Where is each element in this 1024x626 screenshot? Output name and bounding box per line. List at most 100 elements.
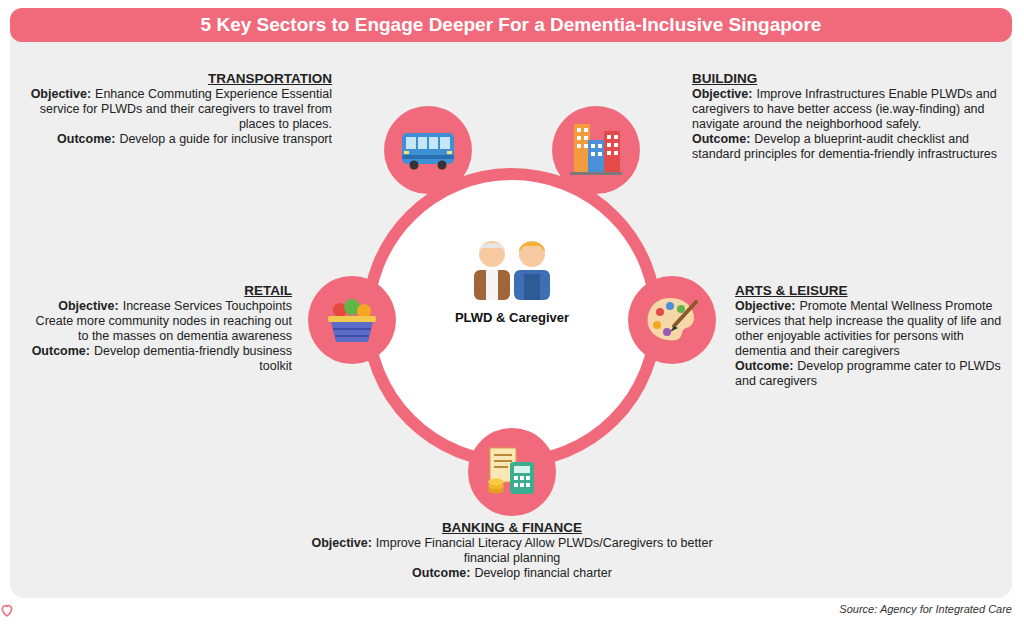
buildings-icon-part — [607, 143, 611, 147]
finance-icon-part — [488, 487, 504, 494]
field-label: Objective: — [58, 299, 118, 313]
buildings-icon-part — [614, 143, 618, 147]
text-block: BUILDINGObjective:Improve Infrastructure… — [692, 70, 1008, 162]
center-circle: PLWD & Caregiver — [362, 168, 662, 468]
bus-icon-part — [410, 161, 419, 170]
people-icon-part — [486, 270, 498, 300]
buildings-icon-part — [584, 128, 588, 132]
finance-icon-part — [514, 466, 530, 473]
finance-icon-part — [520, 483, 524, 487]
field-value: Improve Financial Literacy Allow PLWDs/C… — [376, 536, 713, 565]
title-text: 5 Key Sectors to Engage Deeper For a Dem… — [201, 14, 822, 36]
text-paragraph: Outcome: Develop financial charter — [300, 566, 724, 581]
text-paragraph: Objective:Enhance Commuting Experience E… — [28, 87, 332, 132]
buildings-icon-part — [577, 128, 581, 132]
heart-symbol-part — [2, 606, 11, 616]
bus-icon-part — [416, 137, 418, 149]
text-paragraph: Objective:Promote Mental Wellness Promot… — [735, 299, 1007, 359]
palette-icon-part — [670, 326, 678, 332]
field-value: Develop a guide for inclusive transport — [119, 132, 332, 146]
palette-icon-part — [666, 302, 674, 310]
text-paragraph: Outcome: Develop a guide for inclusive tr… — [28, 132, 332, 147]
field-label: Outcome: — [57, 132, 115, 146]
buildings-icon-part — [607, 135, 611, 139]
finance-icon-part — [488, 483, 504, 490]
bus-icon — [402, 133, 454, 170]
center-label: PLWD & Caregiver — [432, 310, 592, 326]
basket-icon-part — [333, 303, 347, 317]
palette-icon-part — [677, 305, 685, 313]
field-label: Objective: — [692, 87, 752, 101]
bus-icon-part — [447, 151, 452, 154]
people-icon-part — [514, 270, 550, 300]
text-block: BANKING & FINANCEObjective: Improve Finan… — [300, 519, 724, 581]
basket-icon-part — [328, 316, 376, 322]
heart-symbol — [2, 606, 11, 616]
field-label: Objective: — [311, 536, 371, 550]
buildings-icon-part — [607, 151, 611, 155]
bus-icon-part — [427, 137, 429, 149]
finance-icon-part — [526, 483, 530, 487]
buildings-icon-part — [591, 144, 595, 148]
buildings-icon-part — [604, 131, 620, 172]
field-label: Outcome: — [412, 566, 470, 580]
field-value: Develop financial charter — [474, 566, 612, 580]
palette-icon-part — [653, 321, 661, 329]
basket-icon-part — [357, 304, 371, 318]
basket-icon-part — [335, 335, 369, 337]
palette-icon-part — [663, 328, 671, 336]
buildings-icon-part — [577, 144, 581, 148]
sector-heading: BUILDING — [692, 70, 1008, 87]
basket-icon-part — [344, 299, 360, 315]
text-block: RETAILObjective:Increase Services Touchp… — [30, 282, 292, 374]
text-block: ARTS & LEISUREObjective:Promote Mental W… — [735, 282, 1007, 389]
palette-icon-part — [674, 302, 696, 326]
text-paragraph: Outcome:Develop programme cater to PLWDs… — [735, 359, 1007, 389]
palette-icon-part — [648, 298, 694, 340]
sector-heading: BANKING & FINANCE — [300, 519, 724, 536]
basket-icon-part — [331, 322, 373, 342]
bus-icon-part — [402, 133, 454, 164]
text-paragraph: Outcome:Develop a blueprint-audit checkl… — [692, 132, 1008, 162]
people-icon-part — [524, 274, 540, 300]
text-paragraph: Objective: Improve Financial Literacy All… — [300, 536, 724, 566]
bus-icon-part — [438, 161, 447, 170]
basket-icon-part — [333, 328, 371, 330]
buildings-icon-part — [577, 136, 581, 140]
basket-icon — [328, 299, 376, 342]
sector-circle: BANKING & FINANCEObjective:Improve Finan… — [468, 428, 556, 516]
buildings-icon-part — [584, 144, 588, 148]
palette-icon — [648, 298, 696, 340]
sector-circle: BUILDINGObjective:Improve Infrastructure… — [552, 106, 640, 194]
field-label: Objective: — [31, 87, 91, 101]
finance-icon-part — [494, 460, 512, 462]
finance-icon-part — [520, 476, 524, 480]
buildings-icon-part — [614, 151, 618, 155]
text-block: TRANSPORTATIONObjective:Enhance Commutin… — [28, 70, 332, 147]
title-banner: 5 Key Sectors to Engage Deeper For a Dem… — [10, 8, 1012, 42]
field-value: Develop dementia-friendly business toolk… — [94, 344, 292, 373]
field-label: Outcome: — [32, 344, 90, 358]
caption-text: Source: Agency for Integrated Care — [839, 603, 1012, 615]
sector-circle: TRANSPORTATIONObjective:Enhance Commutin… — [384, 106, 472, 194]
finance-icon-part — [488, 479, 504, 486]
people-icon-part — [519, 241, 545, 267]
bus-icon-part — [404, 151, 409, 154]
sector-circle: RETAILObjective:Increase Services Touchp… — [308, 276, 396, 364]
buildings-icon-part — [598, 152, 602, 156]
bus-icon-part — [402, 155, 454, 159]
buildings-icon — [570, 124, 622, 175]
bus-icon-part — [406, 137, 450, 149]
people-icon-part — [519, 242, 545, 253]
buildings-icon-part — [614, 135, 618, 139]
field-label: Objective: — [735, 299, 795, 313]
buildings-icon-part — [591, 152, 595, 156]
bus-icon-part — [438, 137, 440, 149]
people-icon-part — [479, 241, 505, 267]
sector-heading: TRANSPORTATION — [28, 70, 332, 87]
text-paragraph: Objective:Increase Services Touchpoints … — [30, 299, 292, 344]
finance-icon — [488, 448, 534, 494]
people-icon-part — [479, 243, 505, 252]
people-icon — [474, 241, 550, 300]
